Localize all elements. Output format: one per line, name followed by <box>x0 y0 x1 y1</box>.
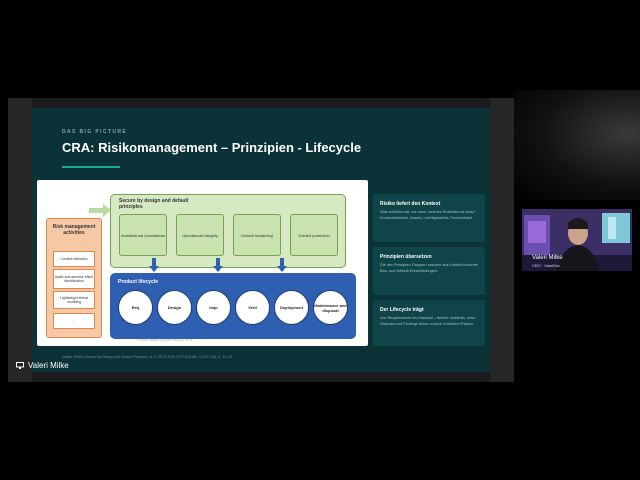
slide-kicker: DAS BIG PICTURE <box>62 129 128 135</box>
lifecycle-phase: Maintenance and disposal <box>313 290 348 325</box>
slide-title: CRA: Risikomanagement – Prinzipien - Lif… <box>62 140 362 155</box>
risk-title: Risk management activities <box>52 224 96 236</box>
arrow-down-icon <box>277 258 287 272</box>
lifecycle-box: Product lifecycle Req Design Impl Verif … <box>110 273 356 339</box>
monitor-icon <box>16 362 24 369</box>
background-gradient <box>514 90 640 200</box>
lifecycle-phase: Req <box>118 290 153 325</box>
camera-tile[interactable] <box>522 209 632 271</box>
info-card: Der Lifecycle trägt Von Requirements bis… <box>373 300 485 346</box>
info-card: Risiko liefert den Kontext Was schützen … <box>373 194 485 242</box>
card-body: Die vier Prinzipien-Gruppen machen aus K… <box>380 263 478 273</box>
presenter-name: Valeri Milke <box>28 361 69 370</box>
presentation-slide: DAS BIG PICTURE CRA: Risikomanagement – … <box>32 108 490 372</box>
lifecycle-phase: Verif <box>235 290 270 325</box>
lifecycle-phase: Deployment <box>274 290 309 325</box>
screen-right-bar <box>490 98 514 382</box>
principle-box: Architectural foundations <box>119 214 167 256</box>
risk-item: ... <box>53 313 95 329</box>
risk-item: Context definition <box>53 251 95 267</box>
arrow-right-icon <box>89 204 111 217</box>
lifecycle-title: Product lifecycle <box>118 279 159 285</box>
camera-feed <box>522 209 632 271</box>
principle-box: Guided protection <box>290 214 338 256</box>
camera-participant-name: Valeri Milke <box>532 255 563 261</box>
risk-management-box: Risk management activities Context defin… <box>46 218 102 338</box>
card-body: Von Requirements bis Disposal – Itembe I… <box>380 316 476 326</box>
arrow-down-icon <box>213 258 223 272</box>
framework-figure: Risk management activities Context defin… <box>37 180 368 346</box>
screen-share-name-tag: Valeri Milke <box>16 361 69 370</box>
lifecycle-phase: Impl <box>196 290 231 325</box>
title-underline <box>62 166 120 168</box>
card-heading: Prinzipien übersetzen <box>380 254 432 260</box>
arrow-down-icon <box>149 258 159 272</box>
risk-item: Lightweight threat modeling <box>53 291 95 309</box>
info-card: Prinzipien übersetzen Die vier Prinzipie… <box>373 247 485 295</box>
card-heading: Risiko liefert den Kontext <box>380 201 441 207</box>
principle-box: Operational integrity <box>176 214 224 256</box>
risk-item: Asset and adverse effect identification <box>53 269 95 289</box>
slide-source: Quelle: ENISA Secure by Design and Defau… <box>62 355 232 359</box>
card-heading: Der Lifecycle trägt <box>380 307 424 313</box>
lifecycle-phase: Design <box>157 290 192 325</box>
principles-box: Secure by design and default principles … <box>110 194 346 268</box>
principles-title: Secure by design and default principles <box>119 198 189 210</box>
screen-left-bar <box>8 98 32 382</box>
camera-participant-role: CEO · VamiSec <box>532 263 560 268</box>
principle-box: Default hardening <box>233 214 281 256</box>
card-body: Was schützen wir, vor wem, welches Restr… <box>380 210 476 220</box>
figure-caption: Original: Abbildung ENISA, Figure 1 S. 1… <box>137 338 193 342</box>
